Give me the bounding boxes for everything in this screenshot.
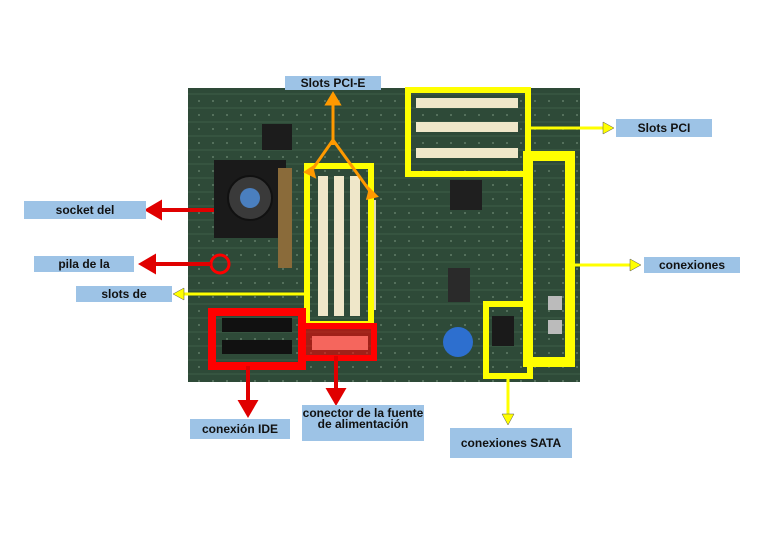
label-socket: socket del: [24, 201, 146, 219]
label-sata: conexiones SATA: [450, 428, 572, 458]
yellow-arrows: [172, 121, 642, 426]
power-connector-highlight: [299, 323, 377, 361]
label-ram-slots: slots de: [76, 286, 172, 302]
label-slots-pcie: Slots PCI-E: [285, 76, 381, 90]
label-battery: pila de la: [34, 256, 134, 272]
connections-highlight: [523, 151, 575, 367]
label-power-connector: conector de la fuente de alimentación: [302, 405, 424, 441]
label-ide: conexión IDE: [190, 419, 290, 439]
red-arrows: [138, 199, 347, 418]
pci-slots-highlight: [405, 87, 531, 177]
pcie-arrows: [303, 91, 379, 201]
label-slots-pci: Slots PCI: [616, 119, 712, 137]
motherboard-photo: [188, 88, 580, 382]
label-connections: conexiones: [644, 257, 740, 273]
